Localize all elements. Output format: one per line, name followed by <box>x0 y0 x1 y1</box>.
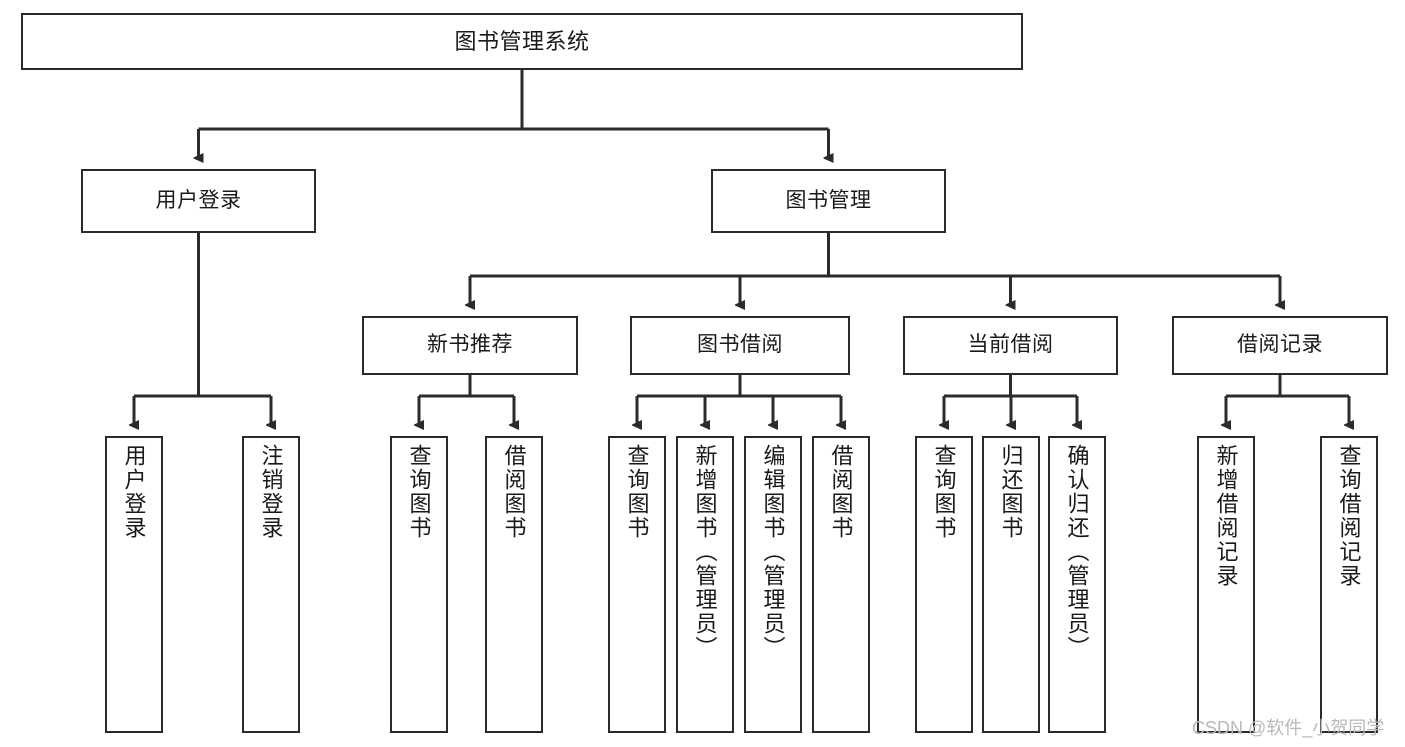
node-label: 借阅图书 <box>501 444 527 540</box>
node-user-login[interactable]: 用户登录 <box>81 169 316 233</box>
node-book-borrow[interactable]: 图书借阅 <box>630 316 850 375</box>
node-label: 确认归还（管理员） <box>1064 444 1090 660</box>
node-label: 编辑图书（管理员） <box>760 444 786 660</box>
node-leaf-borrow-1[interactable]: 借阅图书 <box>485 436 543 733</box>
node-label: 图书管理 <box>785 188 872 212</box>
node-leaf-borrow-2[interactable]: 借阅图书 <box>812 436 870 733</box>
node-label: 新书推荐 <box>427 333 513 357</box>
node-root[interactable]: 图书管理系统 <box>21 13 1023 70</box>
node-label: 借阅图书 <box>828 444 854 540</box>
node-leaf-query-3[interactable]: 查询图书 <box>915 436 973 733</box>
node-label: 图书借阅 <box>697 333 783 357</box>
node-label: 借阅记录 <box>1237 333 1323 357</box>
node-label: 归还图书 <box>998 444 1024 540</box>
node-label: 查询图书 <box>624 444 650 540</box>
node-label: 查询图书 <box>931 444 957 540</box>
node-label: 用户登录 <box>155 188 242 212</box>
node-label: 新增借阅记录 <box>1213 444 1239 588</box>
node-leaf-edit-book[interactable]: 编辑图书（管理员） <box>744 436 802 733</box>
node-borrow-record[interactable]: 借阅记录 <box>1172 316 1388 375</box>
node-label: 新增图书（管理员） <box>692 444 718 660</box>
node-leaf-add-book[interactable]: 新增图书（管理员） <box>676 436 734 733</box>
node-leaf-logout[interactable]: 注销登录 <box>242 436 300 733</box>
node-book-manage[interactable]: 图书管理 <box>711 169 946 233</box>
node-label: 查询图书 <box>406 444 432 540</box>
node-leaf-return[interactable]: 归还图书 <box>982 436 1040 733</box>
node-label: 当前借阅 <box>967 333 1054 357</box>
node-label: 查询借阅记录 <box>1336 444 1362 588</box>
node-leaf-add-rec[interactable]: 新增借阅记录 <box>1197 436 1255 733</box>
node-label: 注销登录 <box>258 444 284 540</box>
node-leaf-query-1[interactable]: 查询图书 <box>390 436 448 733</box>
node-current-borrow[interactable]: 当前借阅 <box>903 316 1118 375</box>
node-label: 图书管理系统 <box>454 28 590 54</box>
node-new-book-rec[interactable]: 新书推荐 <box>362 316 578 375</box>
node-leaf-confirm[interactable]: 确认归还（管理员） <box>1048 436 1106 733</box>
node-leaf-query-rec[interactable]: 查询借阅记录 <box>1320 436 1378 733</box>
node-label: 用户登录 <box>121 444 147 540</box>
csdn-watermark: CSDN @软件_小贺同学 <box>1192 718 1385 738</box>
node-leaf-query-2[interactable]: 查询图书 <box>608 436 666 733</box>
node-leaf-user-login[interactable]: 用户登录 <box>105 436 163 733</box>
